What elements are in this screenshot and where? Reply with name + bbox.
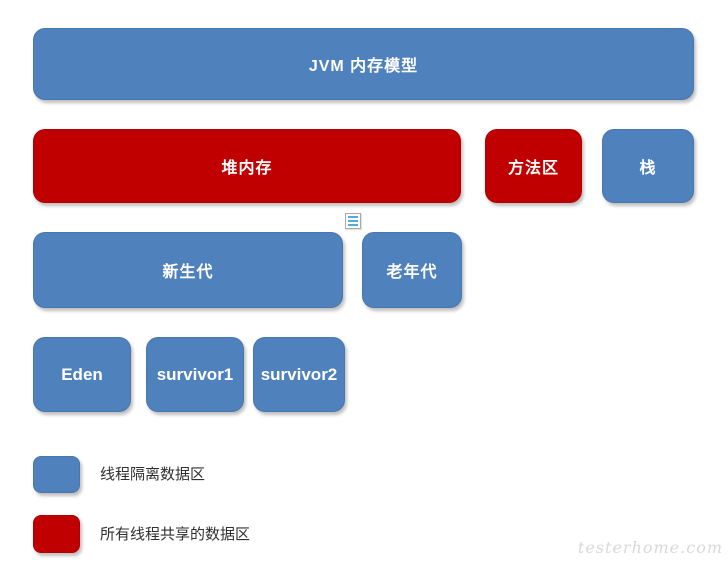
notes-icon-line	[348, 224, 358, 226]
legend-swatch-thread-isolated	[33, 456, 80, 493]
notes-icon-line	[348, 220, 358, 222]
notes-icon[interactable]	[345, 213, 361, 229]
box-method-area: 方法区	[485, 129, 582, 203]
legend-label-thread-shared: 所有线程共享的数据区	[100, 526, 251, 543]
watermark: testerhome.com	[577, 538, 723, 557]
box-survivor1: survivor1	[146, 337, 244, 412]
box-eden: Eden	[33, 337, 131, 412]
box-jvm-model: JVM 内存模型	[33, 28, 694, 100]
box-survivor2: survivor2	[253, 337, 345, 412]
legend-label-thread-isolated: 线程隔离数据区	[100, 466, 206, 483]
box-young-gen: 新生代	[33, 232, 343, 308]
box-heap: 堆内存	[33, 129, 461, 203]
box-old-gen: 老年代	[362, 232, 462, 308]
notes-icon-line	[348, 216, 358, 218]
legend-swatch-thread-shared	[33, 515, 80, 553]
box-stack: 栈	[602, 129, 694, 203]
